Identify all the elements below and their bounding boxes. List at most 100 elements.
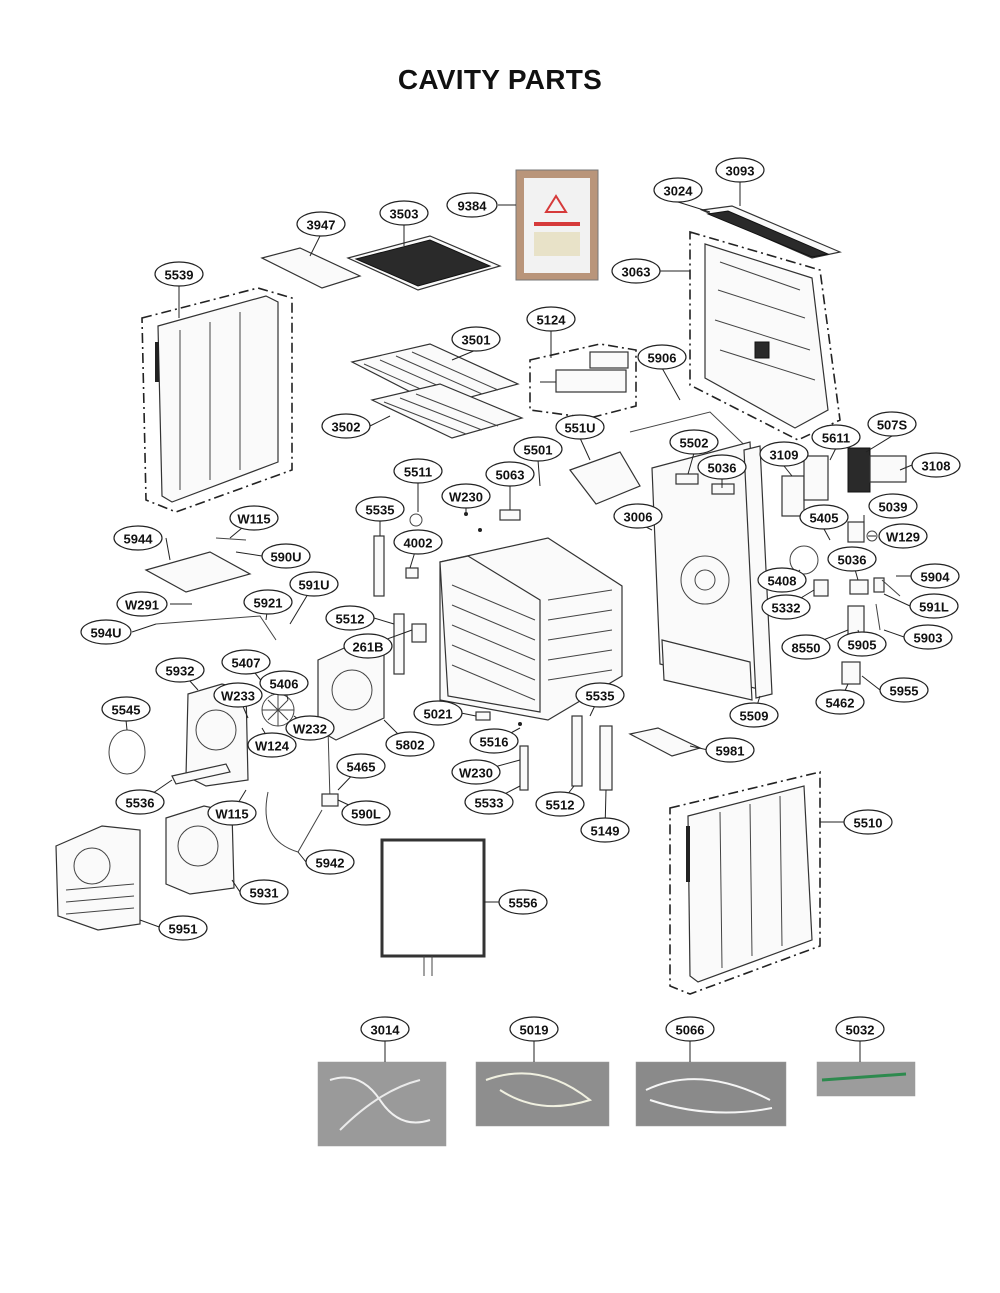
callout-5905: 5905: [837, 631, 887, 657]
svg-text:5556: 5556: [509, 896, 538, 911]
callout-5406: 5406: [259, 670, 309, 696]
callout-5921: 5921: [243, 589, 293, 615]
svg-text:5510: 5510: [854, 816, 883, 831]
svg-text:5944: 5944: [124, 532, 154, 547]
callout-3109: 3109: [759, 441, 809, 467]
svg-text:5536: 5536: [126, 796, 155, 811]
callout-5036-top: 5036: [697, 454, 747, 480]
svg-text:W230: W230: [449, 490, 483, 505]
svg-text:3501: 3501: [462, 333, 491, 348]
callout-5510: 5510: [843, 809, 893, 835]
svg-text:3006: 3006: [624, 510, 653, 525]
svg-text:3014: 3014: [371, 1023, 401, 1038]
svg-text:5903: 5903: [914, 631, 943, 646]
callout-5539: 5539: [154, 261, 204, 287]
callout-W232: W232: [285, 715, 335, 741]
svg-text:3024: 3024: [664, 184, 694, 199]
callout-W233: W233: [213, 682, 263, 708]
svg-text:5405: 5405: [810, 511, 839, 526]
callout-5032: 5032: [835, 1016, 885, 1042]
callout-5465: 5465: [336, 753, 386, 779]
callout-8550: 8550: [781, 634, 831, 660]
part-drawings: [55, 169, 916, 1147]
callout-W129: W129: [878, 523, 928, 549]
svg-text:3109: 3109: [770, 448, 799, 463]
callout-W124: W124: [247, 732, 297, 758]
callout-5545: 5545: [101, 696, 151, 722]
svg-text:5032: 5032: [846, 1023, 875, 1038]
svg-text:3947: 3947: [307, 218, 336, 233]
svg-text:W232: W232: [293, 722, 327, 737]
callout-261B: 261B: [343, 633, 393, 659]
page-title: CAVITY PARTS: [397, 64, 603, 95]
callout-5502: 5502: [669, 429, 719, 455]
callout-3014: 3014: [360, 1016, 410, 1042]
callout-594U: 594U: [80, 619, 132, 645]
svg-text:507S: 507S: [877, 418, 908, 433]
svg-text:5511: 5511: [404, 465, 432, 480]
callout-3093: 3093: [715, 157, 765, 183]
callout-W230-bottom: W230: [451, 759, 501, 785]
svg-text:5516: 5516: [480, 735, 509, 750]
callout-5931: 5931: [239, 879, 289, 905]
callout-591U: 591U: [289, 571, 339, 597]
callout-5066: 5066: [665, 1016, 715, 1042]
callout-3063: 3063: [611, 258, 661, 284]
svg-text:9384: 9384: [458, 199, 488, 214]
callout-5405: 5405: [799, 504, 849, 530]
callout-5981: 5981: [705, 737, 755, 763]
svg-text:5462: 5462: [826, 696, 855, 711]
svg-text:5509: 5509: [740, 709, 769, 724]
svg-text:5501: 5501: [524, 443, 553, 458]
svg-text:5036: 5036: [708, 461, 737, 476]
callout-W291: W291: [116, 591, 168, 617]
svg-text:3503: 3503: [390, 207, 419, 222]
svg-text:590U: 590U: [270, 550, 301, 565]
callout-5036-right: 5036: [827, 546, 877, 572]
svg-text:5124: 5124: [537, 313, 567, 328]
svg-text:5407: 5407: [232, 656, 261, 671]
svg-text:591U: 591U: [298, 578, 329, 593]
svg-text:W291: W291: [125, 598, 159, 613]
svg-text:W129: W129: [886, 530, 920, 545]
callout-W115-top: W115: [229, 505, 279, 531]
svg-text:5955: 5955: [890, 684, 919, 699]
callout-3006: 3006: [613, 503, 663, 529]
svg-text:5535: 5535: [366, 503, 395, 518]
callout-5944: 5944: [113, 525, 163, 551]
svg-text:5535: 5535: [586, 689, 615, 704]
svg-text:5539: 5539: [165, 268, 194, 283]
callout-5904: 5904: [910, 563, 960, 589]
svg-text:5905: 5905: [848, 638, 877, 653]
callout-3947: 3947: [296, 211, 346, 237]
svg-text:5332: 5332: [772, 601, 801, 616]
svg-text:5545: 5545: [112, 703, 141, 718]
svg-text:5942: 5942: [316, 856, 345, 871]
callout-5509: 5509: [729, 702, 779, 728]
callout-5124: 5124: [526, 306, 576, 332]
svg-text:5063: 5063: [496, 468, 525, 483]
callout-3502: 3502: [321, 413, 371, 439]
svg-text:590L: 590L: [351, 807, 381, 822]
callout-5512-top: 5512: [325, 605, 375, 631]
svg-text:5149: 5149: [591, 824, 620, 839]
callout-5955: 5955: [879, 677, 929, 703]
svg-text:5406: 5406: [270, 677, 299, 692]
callout-591L: 591L: [909, 593, 959, 619]
svg-text:5039: 5039: [879, 500, 908, 515]
svg-text:W233: W233: [221, 689, 255, 704]
callout-5462: 5462: [815, 689, 865, 715]
callout-5942: 5942: [305, 849, 355, 875]
svg-text:5019: 5019: [520, 1023, 549, 1038]
svg-text:5036: 5036: [838, 553, 867, 568]
svg-text:5021: 5021: [424, 707, 453, 722]
callout-5039: 5039: [868, 493, 918, 519]
callout-5802: 5802: [385, 731, 435, 757]
callout-5063: 5063: [485, 461, 535, 487]
callout-3501: 3501: [451, 326, 501, 352]
callout-4002: 4002: [393, 529, 443, 555]
svg-text:5951: 5951: [169, 922, 198, 937]
callout-5512-bottom: 5512: [535, 791, 585, 817]
callout-3024: 3024: [653, 177, 703, 203]
